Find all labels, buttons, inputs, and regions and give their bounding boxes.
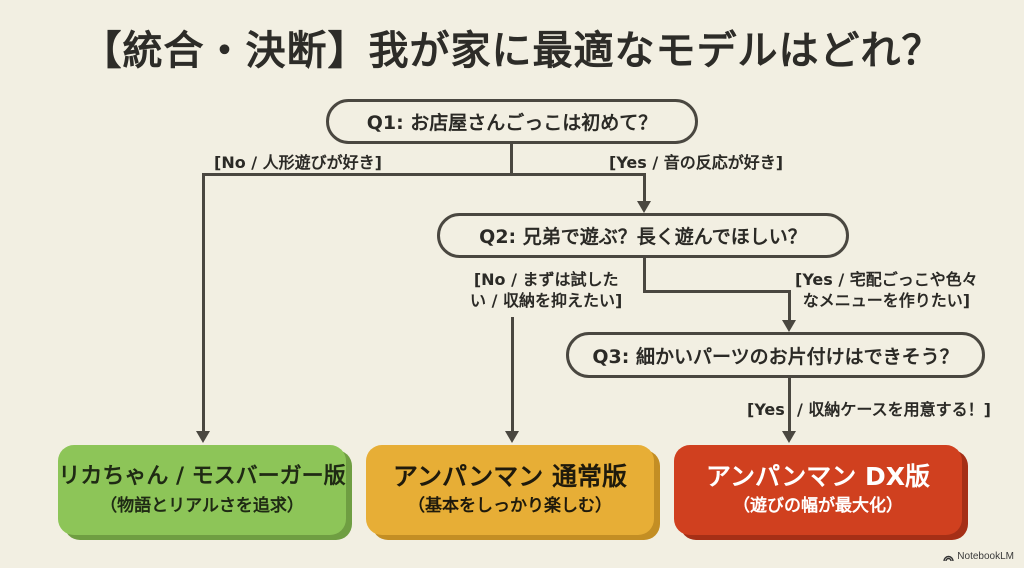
result-title: アンパンマン DX版 xyxy=(706,462,930,491)
question-q1: Q1: お店屋さんごっこは初めて？ xyxy=(326,99,698,144)
connector-q1-no-down xyxy=(202,173,205,433)
branch-label-q2-no-line2: い / 収納を抑えたい] xyxy=(470,291,623,310)
question-q2-text: Q2: 兄弟で遊ぶ？長く遊んでほしい？ xyxy=(479,226,807,248)
notebooklm-logo-icon xyxy=(943,555,954,561)
connector-q2-no-down xyxy=(511,317,514,433)
branch-label-q2-no: [No / まずは試した い / 収納を抑えたい] xyxy=(470,269,622,311)
result-description: （基本をしっかり楽しむ） xyxy=(408,496,612,516)
connector-q2-down xyxy=(643,258,646,293)
arrow-down-icon xyxy=(782,431,796,443)
arrow-down-icon xyxy=(505,431,519,443)
brand-watermark: NotebookLM xyxy=(943,551,1014,562)
result-card-anpanman-standard: アンパンマン 通常版 （基本をしっかり楽しむ） xyxy=(366,445,654,535)
arrow-down-icon xyxy=(637,201,651,213)
branch-label-q2-yes: [Yes / 宅配ごっこや色々 なメニューを作りたい] xyxy=(795,269,978,311)
brand-name: NotebookLM xyxy=(957,551,1014,562)
connector-q3-yes-down xyxy=(788,378,791,433)
question-q3: Q3: 細かいパーツのお片付けはできそう？ xyxy=(566,332,985,378)
branch-label-q2-yes-line2: なメニューを作りたい] xyxy=(802,291,971,310)
connector-q2-yes-horizontal xyxy=(643,290,791,293)
connector-q1-horizontal xyxy=(202,173,646,176)
question-q3-text: Q3: 細かいパーツのお片付けはできそう？ xyxy=(592,345,959,368)
branch-label-q1-no: [No / 人形遊びが好き] xyxy=(214,153,382,172)
result-card-licca-mos: リカちゃん / モスバーガー版 （物語とリアルさを追求） xyxy=(58,445,346,535)
connector-q1-down xyxy=(510,144,513,175)
result-description: （物語とリアルさを追求） xyxy=(100,496,304,516)
branch-label-q3-yes-a: [Yes xyxy=(747,400,785,419)
branch-label-q3-yes-b: / 収納ケースを用意する！] xyxy=(797,400,991,419)
result-title: アンパンマン 通常版 xyxy=(393,462,627,491)
arrow-down-icon xyxy=(782,320,796,332)
branch-label-q2-no-line1: [No / まずは試した xyxy=(473,270,619,289)
branch-label-q2-yes-line1: [Yes / 宅配ごっこや色々 xyxy=(795,270,978,289)
question-q2: Q2: 兄弟で遊ぶ？長く遊んでほしい？ xyxy=(437,213,849,258)
result-title: リカちゃん / モスバーガー版 xyxy=(58,464,346,489)
result-card-anpanman-dx: アンパンマン DX版 （遊びの幅が最大化） xyxy=(674,445,962,535)
connector-q1-yes-down xyxy=(643,173,646,203)
connector-q2-yes-down xyxy=(788,290,791,322)
result-description: （遊びの幅が最大化） xyxy=(733,496,903,516)
branch-label-q1-yes: [Yes / 音の反応が好き] xyxy=(609,153,784,172)
arrow-down-icon xyxy=(196,431,210,443)
question-q1-text: Q1: お店屋さんごっこは初めて？ xyxy=(366,112,658,134)
page-title: 【統合・決断】我が家に最適なモデルはどれ？ xyxy=(81,28,943,74)
